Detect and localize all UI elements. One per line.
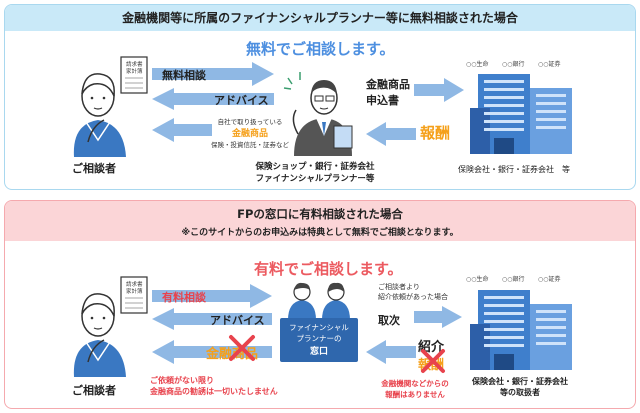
note-line-3: 保険・投資信託・証券など <box>211 141 289 149</box>
application-line-2: 申込書 <box>366 94 399 107</box>
paid-consultation-label: 有料相談 <box>162 291 206 304</box>
arrow-left-fee-top <box>366 122 416 146</box>
referral-note-line-1: ご相談者より <box>378 283 420 291</box>
client-label-bottom: ご相談者 <box>72 384 116 397</box>
document-label-top: 請求書 家計簿 <box>126 62 143 75</box>
arrow-left-fee-bottom <box>366 340 416 364</box>
fee-label-top: 報酬 <box>420 124 451 142</box>
company-label-top: 保険会社・銀行・証券会社 等 <box>458 165 570 174</box>
advisor-figure-top <box>283 72 353 156</box>
company-line-1: 保険会社・銀行・証券会社 <box>472 377 568 386</box>
note-line-1: 自社で取り扱っている <box>217 118 283 126</box>
paid-consultation-panel: FPの窓口に有料相談された場合 ※このサイトからのお申込みは特典として無料でご相… <box>4 200 636 409</box>
advice-label-top: アドバイス <box>214 94 269 107</box>
advice-label-bottom: アドバイス <box>210 314 265 327</box>
no-fee-line-1: 金融機関などからの <box>381 379 449 388</box>
advisor-line-2: ファイナンシャルプランナー等 <box>255 174 375 184</box>
document-icon-bottom <box>120 276 148 314</box>
cross-mark-fee <box>421 349 445 373</box>
own-products-note: 自社で取り扱っている 金融商品 保険・投資信託・証券など <box>200 116 300 149</box>
building-tag-sec-bottom: ○○証券 <box>538 276 561 283</box>
paid-panel-header: FPの窓口に有料相談された場合 ※このサイトからのお申込みは特典として無料でご相… <box>5 201 635 241</box>
arrow-right-free-consultation <box>152 62 274 86</box>
paid-panel-subtitle: ※このサイトからのお申込みは特典として無料でご相談となります。 <box>181 228 459 238</box>
referral-note-line-2: 紹介依頼があった場合 <box>378 293 448 301</box>
client-figure-bottom <box>73 293 126 377</box>
arrow-left-advice-top <box>152 88 274 110</box>
no-fee-note: 金融機関などからの 報酬はありません <box>372 378 458 400</box>
intermediary-label: 取次 <box>378 314 400 327</box>
application-line-1: 金融商品 <box>366 78 410 91</box>
no-solicitation-note: ご依頼がない限り 金融商品の勧誘は一切いたしません <box>150 375 278 397</box>
document-label-bottom: 請求書 家計簿 <box>126 282 143 295</box>
building-tag-life-top: ○○生命 <box>466 61 489 68</box>
window-line-2: プランナーの <box>296 334 342 343</box>
arrow-right-paid-consultation <box>152 284 272 308</box>
free-headline: 無料でご相談します。 <box>246 40 395 58</box>
note-products: 金融商品 <box>231 129 268 139</box>
free-consultation-label: 無料相談 <box>162 69 206 82</box>
company-line-2: 等の取扱者 <box>500 388 540 397</box>
arrow-right-intermediary <box>414 306 462 328</box>
arrow-left-products-top <box>152 118 212 142</box>
building-tag-bank-bottom: ○○銀行 <box>502 276 525 283</box>
application-label: 金融商品 申込書 <box>366 76 410 108</box>
window-line-1: ファイナンシャル <box>289 323 349 332</box>
company-label-bottom: 保険会社・銀行・証券会社 等の取扱者 <box>460 376 580 398</box>
no-solicit-line-2: 金融商品の勧誘は一切いたしません <box>150 387 278 396</box>
client-label-top: ご相談者 <box>72 162 116 175</box>
paid-headline: 有料でご相談します。 <box>254 260 403 278</box>
building-icon-bottom <box>470 290 572 370</box>
referral-request-note: ご相談者より 紹介依頼があった場合 <box>378 282 448 302</box>
arrow-right-application <box>414 78 464 102</box>
building-tag-bank-top: ○○銀行 <box>502 61 525 68</box>
advisor-line-1: 保険ショップ・銀行・証券会社 <box>255 162 375 172</box>
no-solicit-line-1: ご依頼がない限り <box>150 376 214 385</box>
building-icon-top <box>470 74 572 154</box>
advisor-caption-top: 保険ショップ・銀行・証券会社 ファイナンシャルプランナー等 <box>240 160 390 184</box>
no-fee-line-2: 報酬はありません <box>385 390 445 399</box>
building-tag-life-bottom: ○○生命 <box>466 276 489 283</box>
building-tag-sec-top: ○○証券 <box>538 61 561 68</box>
paid-panel-title: FPの窓口に有料相談された場合 <box>237 207 403 221</box>
free-panel-header: 金融機関等に所属のファイナンシャルプランナー等に無料相談された場合 <box>5 5 635 31</box>
cross-mark-products <box>229 335 255 361</box>
client-figure-top <box>73 73 126 157</box>
document-icon-top <box>120 56 148 94</box>
free-consultation-panel: 金融機関等に所属のファイナンシャルプランナー等に無料相談された場合 <box>4 4 636 190</box>
fp-window-box: ファイナンシャル プランナーの 窓口 <box>280 318 358 362</box>
planner-figures <box>288 282 350 320</box>
window-line-3: 窓口 <box>309 347 328 357</box>
arrow-left-advice-bottom <box>152 308 272 330</box>
